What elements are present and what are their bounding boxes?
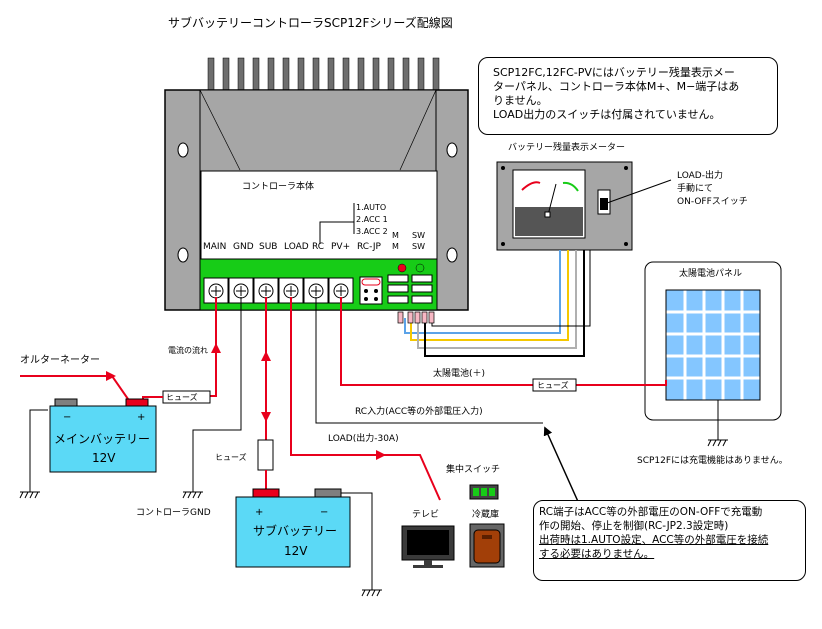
central-switch-icon bbox=[469, 484, 499, 500]
rc-jp-option-1: 1.AUTO bbox=[356, 203, 386, 212]
main-battery-gnd-wire bbox=[29, 409, 48, 492]
main-fuse-label: ヒューズ bbox=[166, 392, 198, 402]
terminal-label-sub: SUB bbox=[259, 242, 277, 252]
main-battery bbox=[49, 398, 157, 473]
central-switch-label: 集中スイッチ bbox=[446, 463, 500, 475]
tv-icon bbox=[401, 525, 455, 568]
rc-input-label: RC入力(ACC等の外部電圧入力) bbox=[355, 405, 483, 417]
main-battery-ground-icon bbox=[19, 491, 40, 499]
meter-plugs bbox=[397, 311, 435, 324]
main-battery-plus: + bbox=[137, 412, 145, 423]
load-switch-note-3: ON-OFFスイッチ bbox=[677, 196, 748, 207]
top-note-line-4: LOAD出力のスイッチは付属されていません。 bbox=[493, 108, 721, 121]
terminal-label-load: LOAD bbox=[284, 242, 309, 252]
sub-fuse-label: ヒューズ bbox=[215, 452, 247, 462]
rc-jumper-settings: 1.AUTO 2.ACC 1 3.ACC 2 bbox=[319, 203, 388, 244]
meter-wires bbox=[404, 250, 591, 357]
load-switch-leader bbox=[606, 179, 672, 204]
main-battery-name: メインバッテリー bbox=[54, 432, 150, 446]
fridge-label: 冷蔵庫 bbox=[472, 508, 499, 520]
load-switch-note-1: LOAD-出力 bbox=[677, 169, 723, 181]
pv-wire-to-panel bbox=[576, 380, 667, 386]
terminal-label-m: M bbox=[392, 231, 399, 240]
meter-connectors bbox=[387, 274, 433, 304]
controller-label: コントローラ本体 bbox=[242, 180, 314, 192]
sub-battery-minus: − bbox=[320, 507, 328, 518]
solar-panel-label: 太陽電池パネル bbox=[679, 267, 742, 279]
controller-gnd-wire bbox=[192, 297, 242, 492]
controller-label-plate bbox=[200, 170, 438, 260]
meter-label: バッテリー残量表示メーター bbox=[508, 141, 625, 153]
terminal-block bbox=[203, 277, 354, 304]
rc-jp-option-2: 2.ACC 1 bbox=[356, 215, 388, 224]
fridge-icon bbox=[469, 523, 505, 568]
rc-jumper-block bbox=[359, 276, 383, 305]
sub-battery-gnd-wire bbox=[341, 492, 373, 590]
terminal-label-pv: PV+ bbox=[331, 242, 350, 252]
top-note-line-1: SCP12FC,12FC-PVにはバッテリー残量表示メー bbox=[493, 66, 735, 79]
rc-note: RC端子はACC等の外部電圧のON-OFFで充電動 作の開始、停止を制御(RC-… bbox=[533, 500, 806, 581]
sub-battery-plus: + bbox=[255, 507, 263, 518]
top-note: SCP12FC,12FC-PVにはバッテリー残量表示メー ターパネル、コントロー… bbox=[478, 57, 778, 135]
top-note-line-3: りません。 bbox=[493, 94, 548, 107]
load-switch-note-2: 手動にて bbox=[677, 182, 713, 194]
rc-input-wire bbox=[315, 297, 543, 424]
status-led-red bbox=[397, 263, 407, 273]
solar-panel bbox=[665, 289, 761, 401]
pv-wire bbox=[340, 297, 533, 386]
sub-fuse bbox=[257, 439, 274, 471]
solar-note: SCP12Fには充電機能はありません。 bbox=[637, 454, 788, 466]
alternator-wire bbox=[20, 375, 129, 400]
tv-label: テレビ bbox=[412, 509, 439, 520]
main-battery-voltage: 12V bbox=[92, 451, 116, 465]
rc-note-line-1: RC端子はACC等の外部電圧のON-OFFで充電動 bbox=[539, 506, 763, 518]
sub-battery-voltage: 12V bbox=[284, 544, 308, 558]
alternator-label: オルターネーター bbox=[20, 354, 100, 366]
pv-fuse-label: ヒューズ bbox=[537, 380, 569, 390]
sub-battery-name: サブバッテリー bbox=[253, 523, 337, 538]
status-led-green bbox=[415, 263, 425, 273]
main-battery-minus: − bbox=[63, 412, 71, 423]
pv-fuse bbox=[532, 378, 577, 392]
controller-gnd-label: コントローラGND bbox=[136, 507, 211, 518]
battery-meter bbox=[496, 161, 633, 251]
sub-battery bbox=[235, 488, 351, 568]
rc-note-line-2: 作の開始、停止を制御(RC-JP2.3設定時) bbox=[539, 520, 729, 532]
load-label: LOAD(出力-30A) bbox=[328, 432, 399, 444]
heat-sink-fins bbox=[207, 57, 440, 91]
top-note-line-2: ターパネル、コントローラ本体M+、M−端子はあ bbox=[493, 80, 740, 93]
rc-note-line-4: する必要はありません。 bbox=[539, 548, 655, 560]
terminal-label-m-pm: M bbox=[392, 242, 399, 251]
controller-ground-icon bbox=[182, 491, 203, 499]
main-wire bbox=[210, 297, 217, 397]
rc-note-arrow bbox=[543, 426, 581, 507]
terminal-label-rc: RC bbox=[312, 242, 324, 252]
solar-ground-icon bbox=[707, 439, 728, 447]
sub-battery-ground-icon bbox=[361, 589, 382, 597]
terminal-label-rcjp: RC-JP bbox=[357, 242, 381, 252]
terminal-label-main: MAIN bbox=[203, 242, 226, 252]
terminal-label-sw: SW bbox=[412, 231, 425, 240]
terminal-label-gnd: GND bbox=[233, 242, 254, 252]
rc-note-line-3: 出荷時は1.AUTO設定、ACC等の外部電圧を接続 bbox=[539, 534, 769, 546]
terminal-label-sw-pm: SW bbox=[412, 242, 425, 251]
diagram-title: サブバッテリーコントローラSCP12Fシリーズ配線図 bbox=[168, 15, 453, 30]
terminal-labels: MAIN GND SUB LOAD RC PV+ RC-JP M M SW SW bbox=[203, 231, 425, 252]
rc-jp-option-3: 3.ACC 2 bbox=[356, 227, 388, 236]
current-flow-label: 電流の流れ bbox=[168, 345, 208, 355]
solar-wire-label: 太陽電池(＋) bbox=[433, 367, 485, 379]
